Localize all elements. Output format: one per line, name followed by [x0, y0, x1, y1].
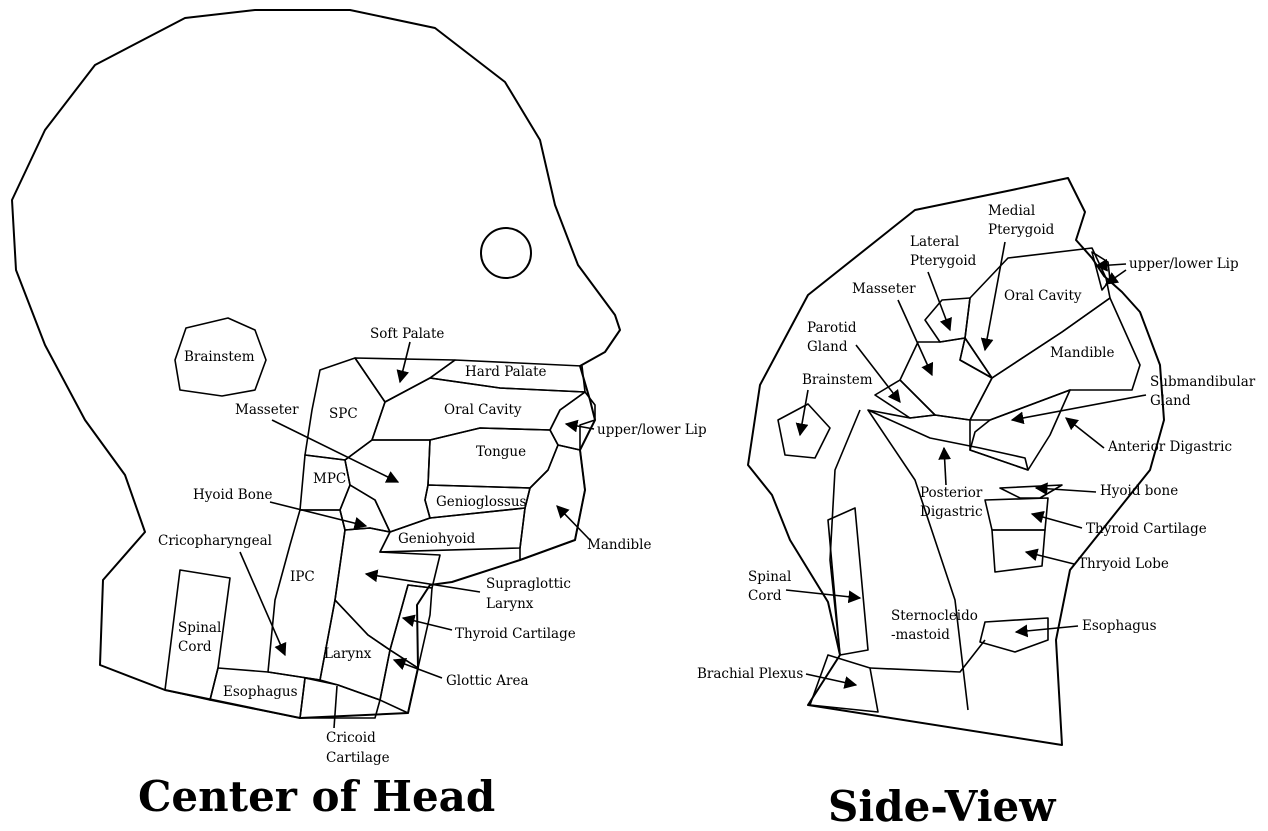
arrow-thyroid-cartilage-side — [1032, 514, 1082, 528]
label-masseter: Masseter — [235, 402, 299, 418]
thyroid-cartilage-side-region — [985, 498, 1048, 530]
label-spinal: Spinal — [178, 620, 221, 636]
arrow-submandibular — [1012, 395, 1146, 420]
title-side-view: Side-View — [828, 782, 1055, 831]
label-tongue: Tongue — [476, 444, 526, 460]
neck-curve — [830, 410, 860, 655]
label-posterior: Posterior — [920, 485, 983, 501]
label-brachial-plexus: Brachial Plexus — [697, 666, 803, 682]
label-submandibular-gland: Gland — [1150, 393, 1191, 409]
line-cricoid — [334, 686, 337, 728]
arrow-thyroid-lobe — [1026, 552, 1074, 564]
arrow-medial-pterygoid — [985, 242, 1005, 350]
label-esophagus-side: Esophagus — [1082, 618, 1157, 634]
arrow-cricopharyngeal — [240, 552, 285, 655]
center-head-diagram: Brainstem Soft Palate Hard Palate SPC Or… — [12, 10, 707, 766]
label-larynx: Larynx — [324, 646, 372, 662]
arrow-mandible — [557, 506, 590, 540]
submandibular-region — [970, 390, 1070, 470]
label-cricoid: Cricoid — [326, 730, 376, 746]
arrow-lateral-pterygoid — [928, 272, 950, 330]
label-mpc: MPC — [313, 471, 346, 487]
brachial-plexus-region — [810, 655, 878, 712]
thyroid-lobe-region — [992, 530, 1045, 572]
hyoid-side-region — [1000, 485, 1062, 498]
glottic-region — [380, 650, 418, 713]
arrow-anterior-digastric — [1066, 418, 1104, 448]
arrow-hyoid-bone-side — [1036, 488, 1096, 492]
label-sternocleido: Sternocleido — [891, 608, 978, 624]
label-masseter-side: Masseter — [852, 281, 916, 297]
label-parotid: Parotid — [807, 320, 857, 336]
eye-circle — [481, 228, 531, 278]
label-lateral: Lateral — [910, 234, 959, 250]
label-thyroid-cartilage: Thyroid Cartilage — [455, 626, 576, 642]
arrow-spinal-cord-side — [786, 590, 860, 598]
side-view-diagram: Medial Pterygoid Lateral Pterygoid upper… — [697, 178, 1256, 745]
cricoid-region — [300, 678, 380, 718]
label-hyoid-bone: Hyoid Bone — [193, 487, 273, 503]
label-posterior-digastric: Digastric — [920, 504, 983, 520]
label-hyoid-bone-side: Hyoid bone — [1100, 483, 1178, 499]
label-soft-palate: Soft Palate — [370, 326, 444, 342]
label-ipc: IPC — [290, 569, 315, 585]
label-upper-lower-lip: upper/lower Lip — [597, 422, 707, 438]
label-hard-palate: Hard Palate — [465, 364, 547, 380]
arrow-masseter-side — [898, 300, 932, 375]
arrow-hyoid-bone — [270, 502, 366, 526]
masseter-region — [345, 440, 430, 532]
arrow-brainstem-side — [800, 390, 808, 435]
label-esophagus: Esophagus — [223, 684, 298, 700]
esophagus-side-region — [980, 618, 1048, 652]
arrow-soft-palate — [400, 342, 410, 382]
arrow-brachial-plexus — [806, 674, 856, 685]
label-submandibular: Submandibular — [1150, 374, 1256, 390]
label-mandible-side: Mandible — [1050, 345, 1114, 361]
label-parotid-gland: Gland — [807, 339, 848, 355]
label-genioglossus: Genioglossus — [436, 494, 527, 510]
arrow-esophagus-side — [1016, 626, 1078, 632]
mandible-region — [520, 445, 585, 560]
arrow-upper-lip-side — [1096, 264, 1126, 266]
label-lateral-pterygoid: Pterygoid — [910, 253, 977, 269]
medial-pterygoid-region — [960, 338, 992, 378]
thyroid-cartilage-region — [390, 585, 432, 668]
label-cord-side: Cord — [748, 588, 782, 604]
label-thyroid-cartilage-side: Thyroid Cartilage — [1086, 521, 1207, 537]
label-geniohyoid: Geniohyoid — [398, 531, 476, 547]
label-sternocleido-mastoid: -mastoid — [891, 627, 950, 643]
label-spc: SPC — [329, 406, 358, 422]
masseter-side-region — [900, 338, 992, 420]
label-supraglottic: Supraglottic — [486, 576, 571, 592]
digastric-region — [868, 410, 1028, 470]
label-mandible: Mandible — [587, 537, 651, 553]
sternocleido-line — [870, 640, 985, 672]
label-cricopharyngeal: Cricopharyngeal — [158, 533, 272, 549]
label-anterior-digastric: Anterior Digastric — [1107, 439, 1232, 455]
arrow-supraglottic — [366, 574, 480, 592]
label-brainstem: Brainstem — [184, 349, 255, 365]
lateral-pterygoid-region — [925, 298, 970, 342]
label-spinal-side: Spinal — [748, 569, 791, 585]
arrow-posterior-digastric — [944, 448, 946, 485]
label-thyroid-lobe: Thryoid Lobe — [1078, 556, 1169, 572]
label-oral-cavity: Oral Cavity — [444, 402, 522, 418]
label-medial-pterygoid: Pterygoid — [988, 222, 1055, 238]
label-glottic-area: Glottic Area — [446, 673, 529, 689]
label-cord: Cord — [178, 639, 212, 655]
title-center-of-head: Center of Head — [138, 772, 495, 821]
label-brainstem-side: Brainstem — [802, 372, 873, 388]
posterior-neck — [868, 410, 968, 710]
label-cricoid-cartilage: Cartilage — [326, 750, 390, 766]
label-medial: Medial — [988, 203, 1035, 219]
label-supraglottic-larynx: Larynx — [486, 596, 534, 612]
label-upper-lower-lip-side: upper/lower Lip — [1129, 256, 1239, 272]
label-oral-cavity-side: Oral Cavity — [1004, 288, 1082, 304]
